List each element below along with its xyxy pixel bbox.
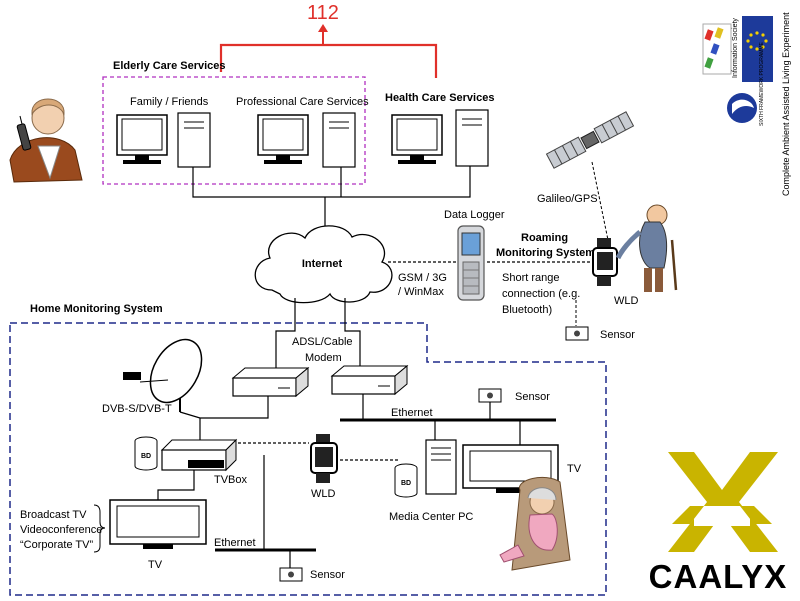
wld-watch-home-icon bbox=[310, 434, 338, 483]
service-network-lines bbox=[192, 166, 471, 235]
tvbox-icon bbox=[160, 438, 238, 472]
caalyx-logo: CAALYX bbox=[649, 452, 788, 595]
computer-health bbox=[391, 109, 489, 167]
sixth-framework-logo: SIXTH FRAMEWORK PROGRAMME bbox=[727, 41, 765, 126]
dvb-label: DVB-S/DVB-T bbox=[102, 403, 172, 415]
short-range-1: Short range bbox=[502, 272, 559, 284]
ethernet-top-label: Ethernet bbox=[391, 407, 433, 419]
phone-icon bbox=[457, 225, 485, 301]
broadcast-label-1: Broadcast TV bbox=[20, 509, 87, 521]
tv-right-label: TV bbox=[567, 463, 582, 475]
tvbox-label: TVBox bbox=[214, 474, 248, 486]
eu-flag-logo bbox=[742, 16, 773, 82]
sensor-roaming-icon bbox=[565, 326, 589, 341]
ist-logo-text: Information Society bbox=[732, 18, 739, 78]
home-monitoring-label: Home Monitoring System bbox=[30, 303, 163, 315]
health-label: Health Care Services bbox=[385, 92, 494, 104]
elderly-man-illustration bbox=[615, 204, 678, 292]
wld-roaming-label: WLD bbox=[614, 295, 639, 307]
wld-home-label: WLD bbox=[311, 488, 336, 500]
computer-professional bbox=[257, 112, 356, 168]
bd-disk-right-icon: BD bbox=[394, 463, 418, 498]
modem-left bbox=[231, 366, 310, 398]
short-range-2: connection (e.g. bbox=[502, 288, 580, 300]
broadcast-brace bbox=[93, 504, 106, 553]
sensor-roaming-label: Sensor bbox=[600, 329, 635, 341]
broadcast-label-3: “Corporate TV” bbox=[20, 539, 93, 551]
internet-label: Internet bbox=[302, 258, 343, 270]
roaming-label-1: Roaming bbox=[521, 232, 568, 244]
emergency-connector: 112 bbox=[219, 2, 438, 78]
adsl-label-1: ADSL/Cable bbox=[292, 336, 353, 348]
elderly-woman-phone-illustration bbox=[9, 98, 83, 183]
adsl-label-2: Modem bbox=[305, 352, 342, 364]
bd-right-label: BD bbox=[401, 480, 411, 487]
media-center-pc-icon bbox=[425, 439, 457, 495]
ist-logo: Information Society bbox=[702, 18, 739, 78]
sensor-bottom-icon bbox=[279, 567, 303, 582]
caalyx-tagline: Complete Ambient Assisted Living Experim… bbox=[781, 12, 791, 196]
gsm-label-2: / WinMax bbox=[398, 286, 444, 298]
bd-disk-left-icon: BD bbox=[134, 436, 158, 471]
tv-left-label: TV bbox=[148, 559, 163, 571]
emergency-number: 112 bbox=[307, 2, 339, 24]
short-range-3: Bluetooth) bbox=[502, 304, 552, 316]
satellite-icon bbox=[545, 111, 635, 169]
satellite-dish-icon bbox=[123, 338, 203, 412]
roaming-label-2: Monitoring System bbox=[496, 247, 595, 259]
caalyx-brand-text: CAALYX bbox=[649, 558, 788, 595]
elderly-care-box bbox=[102, 76, 366, 185]
modem-uplinks bbox=[275, 298, 361, 370]
home-monitoring-box bbox=[9, 322, 607, 596]
modem-right bbox=[330, 364, 409, 396]
tv-left-icon bbox=[109, 499, 207, 549]
sensor-bottom-label: Sensor bbox=[310, 569, 345, 581]
family-label: Family / Friends bbox=[130, 96, 209, 108]
sensor-top-icon bbox=[478, 388, 502, 403]
dish-to-modem-line bbox=[179, 396, 269, 419]
sensor-top-label: Sensor bbox=[515, 391, 550, 403]
computer-family bbox=[116, 112, 211, 168]
broadcast-label-2: Videoconference bbox=[20, 524, 102, 536]
wld-watch-roaming-icon bbox=[592, 238, 618, 286]
internet-cloud: Internet bbox=[254, 225, 393, 304]
professional-label: Professional Care Services bbox=[236, 96, 369, 108]
media-pc-label: Media Center PC bbox=[389, 511, 473, 523]
elderly-care-label: Elderly Care Services bbox=[113, 60, 226, 72]
ethernet-bottom-label: Ethernet bbox=[214, 537, 256, 549]
galileo-label: Galileo/GPS bbox=[537, 193, 598, 205]
data-logger-label: Data Logger bbox=[444, 209, 505, 221]
gps-link bbox=[591, 161, 609, 241]
elderly-woman-chair-illustration bbox=[499, 477, 571, 571]
sixth-framework-text: SIXTH FRAMEWORK PROGRAMME bbox=[759, 41, 765, 126]
bd-left-label: BD bbox=[141, 453, 151, 460]
gsm-label-1: GSM / 3G bbox=[398, 272, 447, 284]
